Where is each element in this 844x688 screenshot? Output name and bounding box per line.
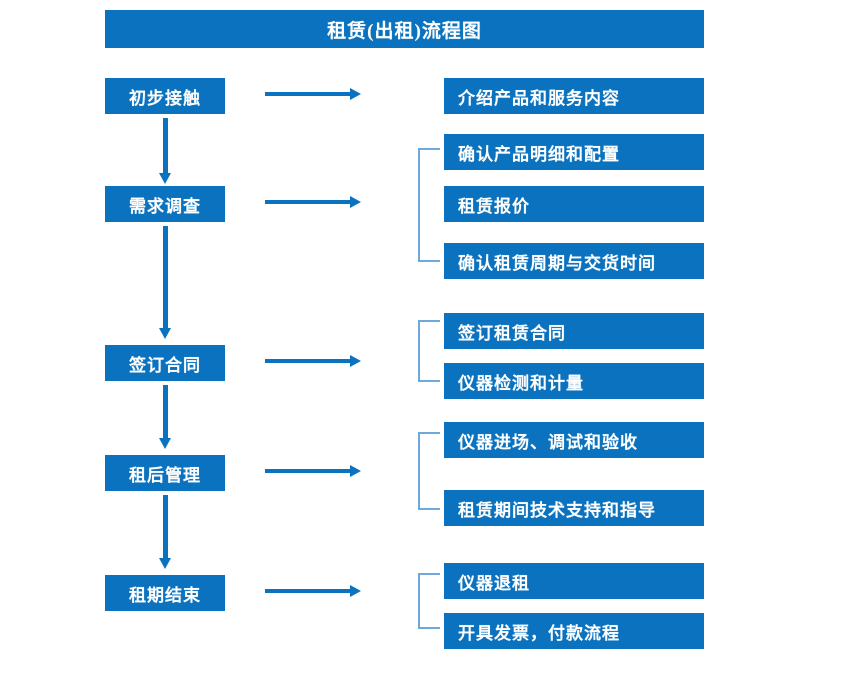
- arrow-shaft: [163, 226, 168, 329]
- arrow-right-icon: [265, 465, 361, 477]
- detail-box[interactable]: 仪器检测和计量: [444, 363, 704, 399]
- arrow-down-icon: [159, 118, 171, 184]
- arrow-shaft: [265, 359, 351, 363]
- detail-box[interactable]: 仪器退租: [444, 563, 704, 599]
- arrow-shaft: [163, 495, 168, 559]
- arrow-shaft: [163, 385, 168, 439]
- arrow-down-icon: [159, 385, 171, 449]
- arrow-head: [159, 558, 171, 569]
- detail-box[interactable]: 租赁期间技术支持和指导: [444, 490, 704, 526]
- arrow-head: [159, 438, 171, 449]
- arrow-head: [350, 196, 361, 208]
- arrow-shaft: [265, 469, 351, 473]
- detail-box[interactable]: 确认租赁周期与交货时间: [444, 243, 704, 279]
- arrow-head: [350, 355, 361, 367]
- arrow-right-icon: [265, 196, 361, 208]
- arrow-shaft: [163, 118, 168, 174]
- arrow-head: [159, 328, 171, 339]
- arrow-right-icon: [265, 585, 361, 597]
- stage-box[interactable]: 租后管理: [105, 455, 225, 491]
- arrow-shaft: [265, 92, 351, 96]
- detail-box[interactable]: 租赁报价: [444, 186, 704, 222]
- arrow-right-icon: [265, 88, 361, 100]
- arrow-shaft: [265, 589, 351, 593]
- arrow-head: [350, 465, 361, 477]
- detail-box[interactable]: 开具发票，付款流程: [444, 613, 704, 649]
- stage-box[interactable]: 需求调查: [105, 186, 225, 222]
- group-bracket: [418, 432, 440, 510]
- detail-box[interactable]: 介绍产品和服务内容: [444, 78, 704, 114]
- arrow-head: [159, 173, 171, 184]
- detail-box[interactable]: 仪器进场、调试和验收: [444, 422, 704, 458]
- group-bracket: [418, 573, 440, 629]
- group-bracket: [418, 148, 440, 262]
- arrow-shaft: [265, 200, 351, 204]
- arrow-down-icon: [159, 495, 171, 569]
- detail-box[interactable]: 确认产品明细和配置: [444, 134, 704, 170]
- arrow-head: [350, 88, 361, 100]
- stage-box[interactable]: 签订合同: [105, 345, 225, 381]
- arrow-right-icon: [265, 355, 361, 367]
- stage-box[interactable]: 租期结束: [105, 575, 225, 611]
- page-title: 租赁(出租)流程图: [105, 10, 704, 48]
- detail-box[interactable]: 签订租赁合同: [444, 313, 704, 349]
- arrow-down-icon: [159, 226, 171, 339]
- arrow-head: [350, 585, 361, 597]
- stage-box[interactable]: 初步接触: [105, 78, 225, 114]
- group-bracket: [418, 320, 440, 382]
